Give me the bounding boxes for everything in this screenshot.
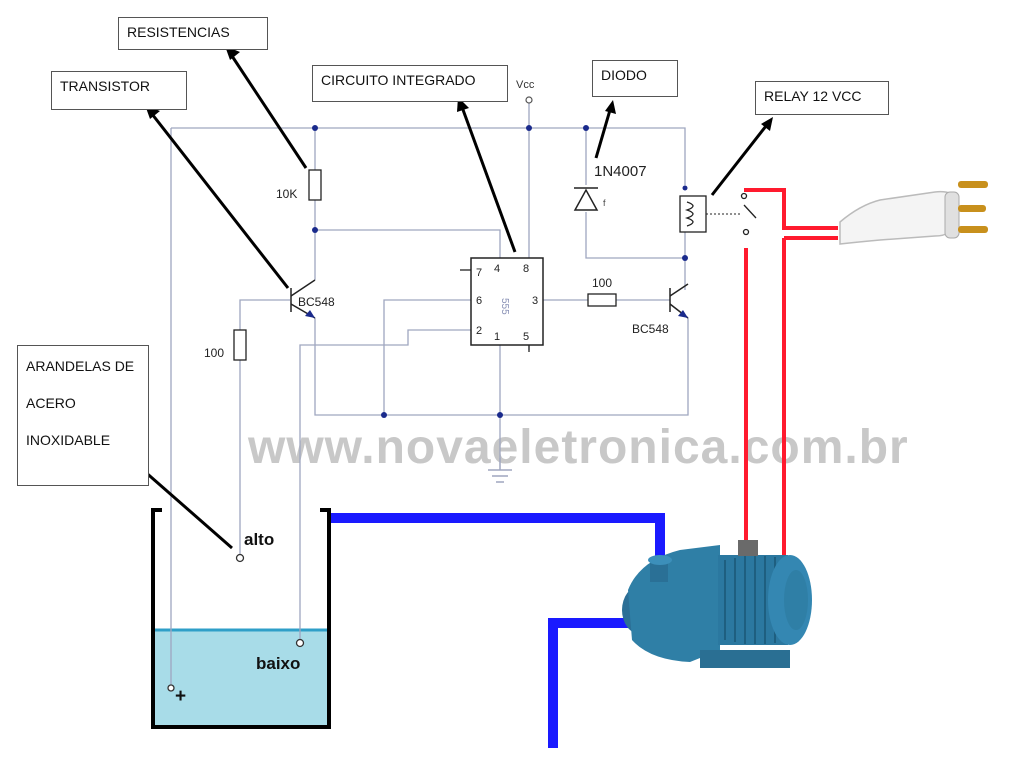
resistor-10k — [308, 169, 322, 201]
resistor-100-output — [587, 293, 617, 307]
callout-transistor-text: TRANSISTOR — [60, 78, 150, 94]
callout-diodo-text: DIODO — [601, 67, 647, 83]
water-pump — [622, 540, 812, 668]
vcc-terminal — [525, 96, 533, 104]
transistor-q1-arrow — [305, 310, 315, 318]
callout-resistencias-text: RESISTENCIAS — [127, 24, 230, 40]
callout-arandelas-line2: ACERO — [26, 395, 76, 411]
water-pipes — [331, 513, 665, 748]
ic-pin-7: 7 — [476, 267, 482, 279]
resistor-10k-label: 10K — [276, 187, 297, 201]
resistor-100-base — [233, 329, 247, 361]
resistor-100-output-label: 100 — [592, 276, 612, 290]
vcc-label: Vcc — [516, 79, 535, 91]
diode-triangle — [573, 188, 599, 211]
ic-name: 555 — [499, 298, 510, 315]
label-plus: + — [175, 686, 186, 707]
callout-arandelas: ARANDELAS DE ACERO INOXIDABLE — [17, 345, 149, 486]
transistor-q2-label: BC548 — [632, 322, 669, 336]
electrode-low — [295, 638, 305, 648]
callout-circuito-integrado-text: CIRCUITO INTEGRADO — [321, 72, 476, 88]
power-plug — [839, 181, 988, 245]
label-baixo: baixo — [256, 654, 300, 673]
ic-pin-1: 1 — [494, 331, 500, 343]
junction-nodes — [312, 125, 688, 418]
ic-pin-5: 5 — [523, 331, 529, 343]
ground-symbol — [488, 458, 512, 483]
callout-diodo: DIODO — [592, 60, 678, 97]
transistor-q1-label: BC548 — [298, 295, 335, 309]
resistor-100-base-label: 100 — [204, 346, 224, 360]
ic-pin-4: 4 — [494, 263, 500, 275]
ic-pin-3: 3 — [532, 295, 538, 307]
callout-arandelas-line3: INOXIDABLE — [26, 432, 111, 448]
relay-coil-winding — [684, 201, 694, 227]
diode-tick: f — [603, 198, 606, 208]
electrode-common — [167, 684, 175, 692]
ic-555 — [470, 257, 544, 346]
relay-contacts — [740, 192, 757, 236]
diode-label: 1N4007 — [594, 163, 647, 180]
tank-walls — [151, 508, 331, 729]
callout-relay-text: RELAY 12 VCC — [764, 88, 862, 104]
ic-pin-8: 8 — [523, 263, 529, 275]
callout-circuito-integrado: CIRCUITO INTEGRADO — [312, 65, 508, 102]
callout-arrows — [119, 46, 773, 550]
watermark: www.novaeletronica.com.br — [247, 421, 909, 474]
outlet-pipe — [331, 513, 665, 565]
circuit-wires — [170, 102, 689, 690]
ic-pin-6: 6 — [476, 295, 482, 307]
ic-pin-stubs — [460, 269, 530, 352]
transistor-q2-arrow — [678, 310, 688, 318]
ic-pin-2: 2 — [476, 325, 482, 337]
callout-resistencias: RESISTENCIAS — [118, 17, 268, 50]
callout-transistor: TRANSISTOR — [51, 71, 187, 110]
electrode-high — [235, 553, 245, 563]
label-alto: alto — [244, 530, 274, 549]
inlet-pipe — [548, 618, 630, 748]
callout-relay: RELAY 12 VCC — [755, 81, 889, 115]
power-cord — [744, 188, 838, 560]
callout-arandelas-line1: ARANDELAS DE — [26, 358, 135, 374]
